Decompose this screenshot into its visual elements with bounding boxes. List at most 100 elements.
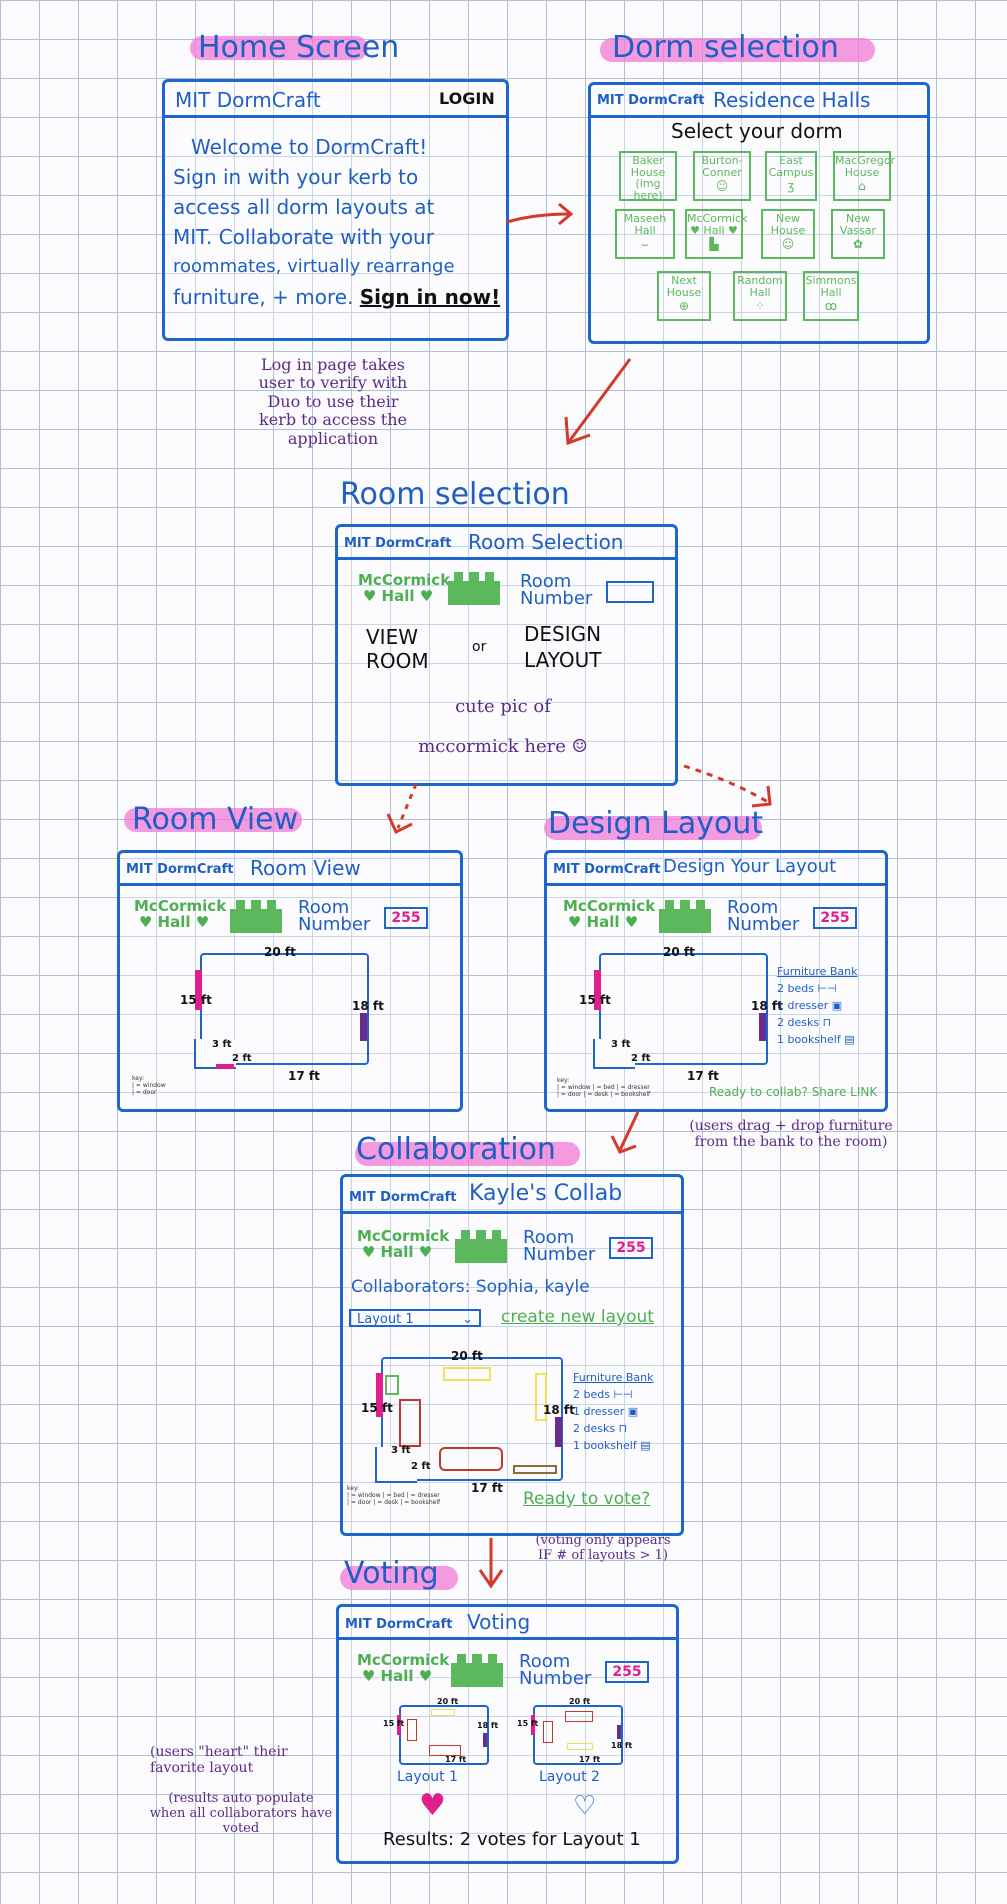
welcome-line: Sign in with your kerb to	[173, 165, 419, 189]
create-new-layout-link[interactable]: create new layout	[501, 1307, 654, 1327]
tree-icon: ✿	[852, 237, 864, 252]
dorm-name: New House	[770, 212, 806, 237]
mccormick-logo-icon	[448, 572, 500, 605]
note-line: IF # of layouts > 1)	[538, 1547, 668, 1563]
heart-outline-icon[interactable]: ♡	[573, 1791, 597, 1821]
arrow-dorm-to-room-selection	[564, 358, 632, 446]
room-number-input[interactable]	[606, 581, 654, 603]
bank-item-desks[interactable]: 2 desks ⊓	[777, 1014, 858, 1031]
dorm-card-burton-conner[interactable]: Burton-Conner☺	[693, 151, 751, 201]
dorm-name: McCormick ♥ Hall ♥	[687, 212, 748, 237]
furniture-bank-title: Furniture Bank	[573, 1371, 654, 1384]
bed-icon: ⊢⊣	[613, 1388, 633, 1402]
bank-item-bookshelf[interactable]: 1 bookshelf ▤	[573, 1437, 654, 1454]
ball-icon: ⊕	[678, 299, 690, 314]
dorm-heading-highlight	[600, 38, 875, 62]
dorm-card-next-house[interactable]: Next House⊕	[657, 271, 711, 321]
dorm-card-mccormick[interactable]: McCormick ♥ Hall ♥▙	[685, 209, 747, 259]
design-heading-highlight	[544, 816, 762, 840]
dorm-name: East Campus	[768, 154, 814, 179]
room-number-label: Room Number	[520, 571, 593, 610]
bookshelf-icon: ▤	[844, 1033, 855, 1047]
layout-1-preview[interactable]	[399, 1705, 489, 1765]
dresser-placed[interactable]	[385, 1375, 399, 1395]
dorm-card-macgregor[interactable]: MacGregor House⌂	[833, 151, 895, 201]
header-divider	[165, 115, 506, 118]
signin-link[interactable]: Sign in now!	[359, 285, 501, 309]
bookshelf-placed[interactable]	[513, 1465, 557, 1474]
desk-placed	[431, 1709, 455, 1716]
header-divider	[591, 115, 927, 118]
dorm-name: New Vassar	[839, 212, 877, 237]
key-line: key:	[132, 1075, 145, 1082]
home-heading-highlight	[190, 36, 368, 60]
desk-placed[interactable]	[535, 1373, 547, 1421]
desk-placed[interactable]	[443, 1367, 491, 1381]
page-title: Room View	[250, 856, 361, 880]
desk-icon: ⊓	[822, 1016, 832, 1030]
dorm-label: McCormick ♥ Hall ♥	[357, 1651, 450, 1685]
bed-placed[interactable]	[399, 1399, 421, 1447]
mccormick-logo-icon	[451, 1654, 503, 1687]
room-number-label: Room Number	[298, 897, 371, 936]
dorm-card-baker[interactable]: Baker House (img here)	[619, 151, 677, 201]
dim-notch-a: 3 ft	[212, 1039, 232, 1050]
furniture-bank-title: Furniture Bank	[777, 965, 858, 978]
bed-placed[interactable]	[439, 1447, 503, 1471]
bank-item-bookshelf[interactable]: 1 bookshelf ▤	[777, 1031, 858, 1048]
bank-item-beds[interactable]: 2 beds ⊢⊣	[573, 1386, 654, 1403]
room-outline	[381, 1357, 563, 1481]
dorm-card-new-house[interactable]: New House☺	[761, 209, 815, 259]
room-selection-heading: Room selection	[340, 477, 570, 512]
mini-dim-right: 18 ft	[611, 1741, 633, 1750]
note-line: from the bank to the room)	[694, 1134, 888, 1151]
dorm-name: Baker House (img here)	[630, 154, 666, 202]
key-line: | = door | = desk | = bookshelf	[557, 1091, 651, 1099]
bank-item-desks[interactable]: 2 desks ⊓	[573, 1420, 654, 1437]
window-marker	[594, 970, 601, 1010]
collab-heading-highlight	[355, 1142, 580, 1166]
key-line: key:	[557, 1077, 570, 1084]
room-notch-corner	[194, 1039, 236, 1069]
dorm-card-new-vassar[interactable]: New Vassar✿	[831, 209, 885, 259]
welcome-line: Welcome to DormCraft!	[191, 135, 428, 159]
design-layout-button[interactable]: DESIGN LAYOUT	[524, 622, 602, 672]
bank-item-beds[interactable]: 2 beds ⊢⊣	[777, 980, 858, 997]
room-number-field: 255	[609, 1237, 653, 1259]
dorm-name: Maseeh Hall	[623, 212, 667, 237]
dim-top: 20 ft	[264, 945, 296, 959]
heart-filled-icon[interactable]: ♥	[419, 1788, 446, 1823]
mccormick-logo-icon	[230, 900, 282, 933]
view-room-button[interactable]: VIEW ROOM	[366, 625, 429, 673]
share-link-button[interactable]: Ready to collab? Share LINK	[709, 1085, 878, 1099]
mini-dim-bottom: 17 ft	[445, 1755, 467, 1764]
dorm-label: McCormick ♥ Hall ♥	[358, 571, 451, 605]
dim-bottom: 17 ft	[471, 1481, 503, 1495]
door-marker	[555, 1417, 562, 1447]
room-notch-corner	[375, 1447, 417, 1483]
squiggle-icon: ʒ	[787, 179, 795, 194]
dim-notch-b: 2 ft	[411, 1461, 431, 1472]
bank-item-dresser[interactable]: 1 dresser ▣	[573, 1403, 654, 1420]
ready-to-vote-link[interactable]: Ready to vote?	[523, 1489, 651, 1509]
page-title: Design Your Layout	[663, 856, 837, 877]
dorm-name: Burton-Conner	[701, 154, 743, 179]
dorm-name: Next House	[666, 274, 702, 299]
brand-logo: MIT DormCraft	[126, 862, 234, 877]
dorm-card-random[interactable]: Random Hall⁘	[733, 271, 787, 321]
layout-2-preview[interactable]	[533, 1705, 623, 1765]
bank-item-dresser[interactable]: 1 dresser ▣	[777, 997, 858, 1014]
layout-dropdown[interactable]: Layout 1 ⌄	[349, 1309, 481, 1327]
bank-label: 2 beds	[573, 1388, 610, 1402]
dorm-card-maseeh[interactable]: Maseeh Hall⌣	[615, 209, 675, 259]
room-number-label: Room Number	[523, 1227, 596, 1266]
smiley-icon: ☺	[781, 237, 795, 252]
dim-left: 15 ft	[361, 1401, 393, 1415]
login-button[interactable]: LOGIN	[439, 89, 495, 108]
note-line: cute pic of	[455, 696, 551, 717]
room-notch-corner	[593, 1039, 635, 1069]
voting-heading-highlight	[340, 1566, 458, 1590]
collaborators-list: Collaborators: Sophia, kayle	[351, 1277, 590, 1297]
